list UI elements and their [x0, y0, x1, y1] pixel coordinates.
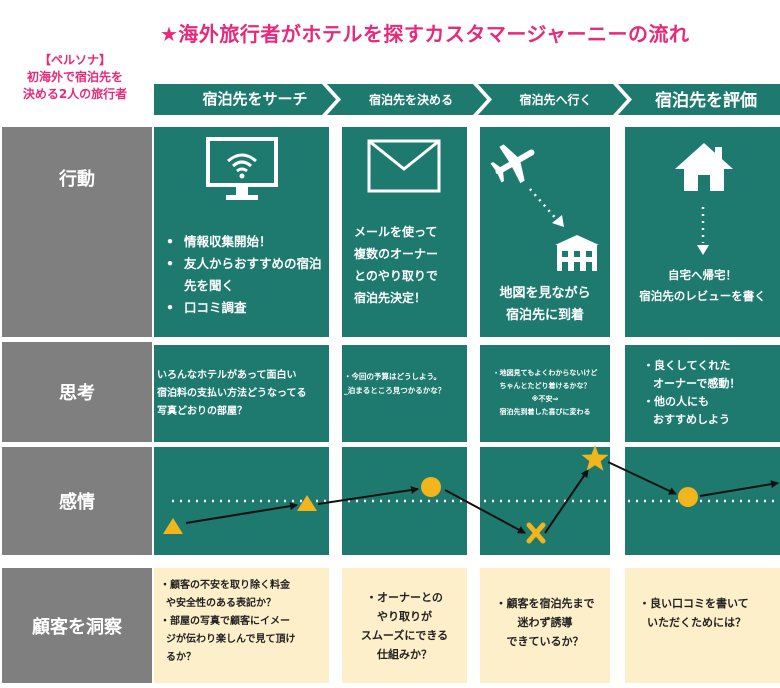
action-2-line-1: メールを使って	[354, 225, 438, 239]
emotion-circle-2	[678, 487, 698, 507]
emotion-triangle-2	[297, 495, 317, 511]
action-3-line-2: 宿泊先に到着	[505, 308, 584, 323]
emotion-arrow-5	[607, 461, 677, 495]
action-4-line-1: 自宅へ帰宅！	[668, 268, 737, 282]
persona-line-3: 決める2人の旅行者	[22, 87, 128, 101]
action-cell-3: 地図を見ながら 宿泊先に到着	[480, 127, 610, 337]
emotion-arrow-4	[544, 469, 589, 534]
dotted-down-arrow-icon	[697, 207, 709, 255]
insight-2-line-3: スムーズにできる	[360, 629, 449, 642]
dotted-arrow-icon	[529, 188, 564, 227]
thinking-3-line-1: ・地図見てもよくわからないけど	[492, 369, 598, 377]
action-cell-1: 情報収集開始！ 友人からおすすめの宿泊先を聞く 口コミ調査	[154, 127, 329, 337]
thinking-cell-2: ・今回の予算はどうしよう。 _泊まるところ見つかるかな？	[342, 345, 467, 442]
thinking-3-line-3: ※不安⇒	[531, 395, 559, 403]
stage-label-1: 宿泊先をサーチ	[202, 90, 308, 108]
insight-2-line-1: ・オーナーとの	[366, 591, 443, 604]
emotion-circle-1	[421, 477, 441, 497]
thinking-2-line-2: _泊まるところ見つかるかな？	[344, 386, 446, 395]
emotion-arrow-3	[444, 489, 526, 534]
thinking-1-line-1: いろんなホテルがあって面白い	[157, 370, 297, 381]
stage-arrow-4	[618, 84, 780, 115]
insight-cell-4: ・良い口コミを書いて いただくためには？	[625, 568, 780, 683]
insight-cell-1: ・顧客の不安を取り除く料金 や安全性のある表記か？ ・部屋の写真で顧客にイメー …	[154, 568, 329, 683]
emotion-cell-1	[154, 447, 329, 555]
airplane-icon	[490, 144, 535, 184]
action-2-line-2: 複数のオーナー	[354, 247, 439, 261]
thinking-4-line-2: オーナーで感動！	[653, 377, 741, 390]
action-4-line-2: 宿泊先のレビューを書く	[639, 289, 766, 303]
emotion-arrow-2	[317, 486, 419, 505]
insight-1-line-4: ジが伝わり楽しんで見て頂け	[166, 634, 296, 645]
action-1-item-2: 友人からおすすめの宿泊先を聞く	[166, 253, 326, 297]
insight-4-line-2: いただくためには？	[647, 616, 746, 629]
thinking-4-line-3: ・他の人にも	[643, 395, 709, 408]
thinking-1-line-3: 写真どおりの部屋？	[157, 406, 247, 417]
stage-arrows	[154, 84, 780, 115]
action-cell-2: メールを使って 複数のオーナー とのやり取りで 宿泊先決定！	[342, 127, 467, 337]
thinking-cell-4: ・良くしてくれた オーナーで感動！ ・他の人にも おすすめしよう	[625, 345, 780, 442]
row-label-action: 行動	[2, 127, 152, 337]
insight-3-line-2: 迷わず誘導	[517, 616, 573, 629]
thinking-4-line-4: おすすめしよう	[653, 413, 730, 426]
house-icon	[675, 143, 733, 191]
persona-label: 【ペルソナ】 初海外で宿泊先を 決める2人の旅行者	[0, 52, 150, 103]
emotion-curve	[163, 445, 780, 544]
insight-2-line-2: やり取りが	[377, 610, 432, 623]
persona-line-2: 初海外で宿泊先を	[26, 70, 123, 84]
row-label-emotion: 感情	[2, 447, 152, 555]
action-1-item-3: 口コミ調査	[166, 297, 326, 319]
emotion-star	[581, 445, 609, 471]
stage-label-3: 宿泊先へ行く	[519, 93, 592, 107]
emotion-triangle-1	[163, 518, 183, 534]
insight-3-line-1: ・顧客を宿泊先まで	[495, 597, 595, 610]
insight-1-line-2: や安全性のある表記か？	[166, 598, 276, 609]
thinking-cell-3: ・地図見てもよくわからないけど ちゃんとたどり着けるかな？ ※不安⇒ 宿泊先到着…	[480, 345, 610, 442]
action-2-line-3: とのやり取りで	[354, 269, 438, 283]
stage-label-2: 宿泊先を決める	[368, 93, 453, 107]
persona-line-1: 【ペルソナ】	[38, 53, 111, 67]
insight-cell-3: ・顧客を宿泊先まで 迷わず誘導 できているか？	[480, 568, 610, 683]
thinking-cell-1: いろんなホテルがあって面白い 宿泊料の支払い方法どうなってる 写真どおりの部屋？	[154, 345, 329, 442]
envelope-icon	[367, 139, 441, 193]
insight-cell-2: ・オーナーとの やり取りが スムーズにできる 仕組みか？	[342, 568, 467, 683]
insight-2-line-4: 仕組みか？	[377, 648, 432, 661]
insight-4-line-1: ・良い口コミを書いて	[639, 597, 749, 610]
thinking-3-line-2: ちゃんとたどり着けるかな？	[499, 382, 591, 390]
monitor-wifi-icon	[206, 137, 278, 200]
insight-1-line-3: ・部屋の写真で顧客にイメー	[160, 616, 290, 627]
hotel-building-icon	[555, 235, 599, 271]
action-3-line-1: 地図を見ながら	[499, 286, 591, 301]
stage-arrow-3	[478, 84, 627, 115]
action-1-item-1: 情報収集開始！	[166, 231, 326, 253]
emotion-arrow-1	[185, 502, 298, 524]
row-label-thinking: 思考	[2, 342, 152, 442]
stage-arrow-1	[154, 84, 336, 115]
insight-1-line-1: ・顧客の不安を取り除く料金	[160, 580, 290, 591]
thinking-1-line-2: 宿泊料の支払い方法どうなってる	[157, 388, 307, 399]
thinking-3-line-4: 宿泊先到着した喜びに変わる	[499, 408, 591, 416]
page-title: ★海外旅行者がホテルを探すカスタマージャーニーの流れ	[160, 22, 690, 46]
insight-3-line-3: できているか？	[506, 635, 584, 648]
emotion-cross-mark	[526, 522, 546, 544]
emotion-arrow-6	[699, 480, 779, 497]
insight-1-line-5: るか？	[166, 652, 196, 663]
thinking-4-line-1: ・良くしてくれた	[643, 359, 731, 372]
action-2-line-4: 宿泊先決定！	[354, 291, 427, 305]
action-cell-4: 自宅へ帰宅！ 宿泊先のレビューを書く	[625, 127, 780, 337]
stage-label-4: 宿泊先を評価	[655, 91, 757, 111]
emotion-cell-4	[625, 447, 780, 555]
stage-arrow-2	[327, 84, 487, 115]
thinking-2-line-1: ・今回の予算はどうしよう。	[344, 372, 442, 381]
row-label-insight: 顧客を洞察	[2, 568, 152, 683]
